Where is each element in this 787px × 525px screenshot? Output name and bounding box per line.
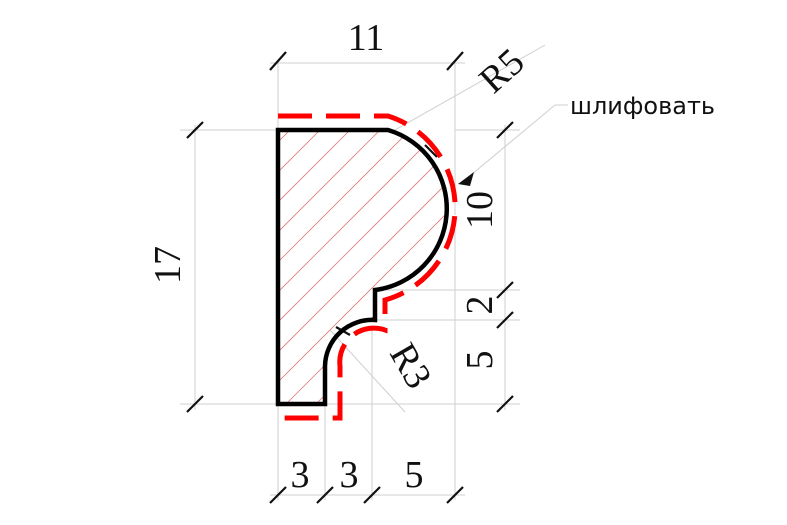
dim-step-2: 2 — [459, 296, 501, 315]
dim-top-width: 11 — [348, 17, 385, 59]
leader-arrow-icon — [458, 172, 474, 186]
dim-radius-large: R5 — [471, 41, 532, 102]
extension-lines — [180, 44, 568, 500]
dim-step-5: 5 — [459, 351, 501, 370]
dimension-ticks — [186, 51, 514, 504]
dim-bottom-2: 3 — [340, 454, 359, 496]
dim-bottom-3: 5 — [405, 454, 424, 496]
dim-height-total: 17 — [147, 246, 189, 284]
sanding-contour — [278, 113, 458, 421]
dim-height-upper: 10 — [459, 191, 501, 229]
dim-radius-small: R3 — [381, 336, 440, 395]
profile-outline — [275, 127, 450, 407]
sanding-note: шлифовать — [570, 92, 715, 120]
dim-bottom-1: 3 — [291, 454, 310, 496]
